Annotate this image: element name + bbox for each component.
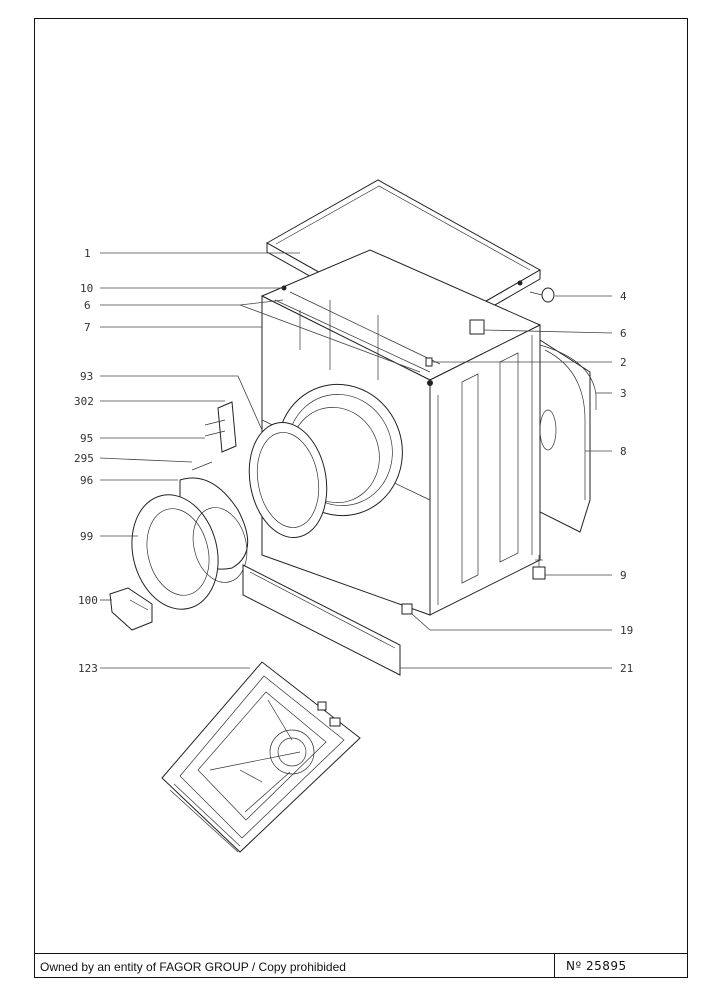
callout-2: 2 <box>620 356 627 369</box>
kickplate <box>242 564 413 676</box>
callout-labels: 1 10 6 7 93 302 95 295 96 99 100 123 4 6… <box>74 247 633 675</box>
callout-3: 3 <box>620 387 627 400</box>
drawing-number: Nº 25895 <box>566 959 627 973</box>
callout-93: 93 <box>80 370 93 383</box>
callout-8: 8 <box>620 445 627 458</box>
base-frame <box>161 661 361 853</box>
drawing-sheet <box>34 18 688 978</box>
rear-panel <box>539 339 597 533</box>
callout-1: 1 <box>84 247 91 260</box>
callout-95: 95 <box>80 432 93 445</box>
callout-10: 10 <box>80 282 93 295</box>
callout-9: 9 <box>620 569 627 582</box>
foot <box>532 555 546 580</box>
callout-7: 7 <box>84 321 91 334</box>
callout-302: 302 <box>74 395 94 408</box>
cabinet <box>260 249 542 616</box>
callout-19: 19 <box>620 624 633 637</box>
callout-295: 295 <box>74 452 94 465</box>
callout-21: 21 <box>620 662 633 675</box>
title-block: Owned by an entity of FAGOR GROUP / Copy… <box>34 953 688 978</box>
callout-6-left: 6 <box>84 299 91 312</box>
leader-lines <box>99 252 613 669</box>
callout-96: 96 <box>80 474 93 487</box>
hinge <box>109 587 153 631</box>
callout-99: 99 <box>80 530 93 543</box>
stopper <box>529 287 555 303</box>
callout-4: 4 <box>620 290 627 303</box>
ownership-notice: Owned by an entity of FAGOR GROUP / Copy… <box>40 960 346 974</box>
callout-100: 100 <box>78 594 98 607</box>
door-assembly <box>131 401 328 610</box>
title-block-divider <box>554 954 555 978</box>
callout-6-right: 6 <box>620 327 627 340</box>
callout-123: 123 <box>78 662 98 675</box>
